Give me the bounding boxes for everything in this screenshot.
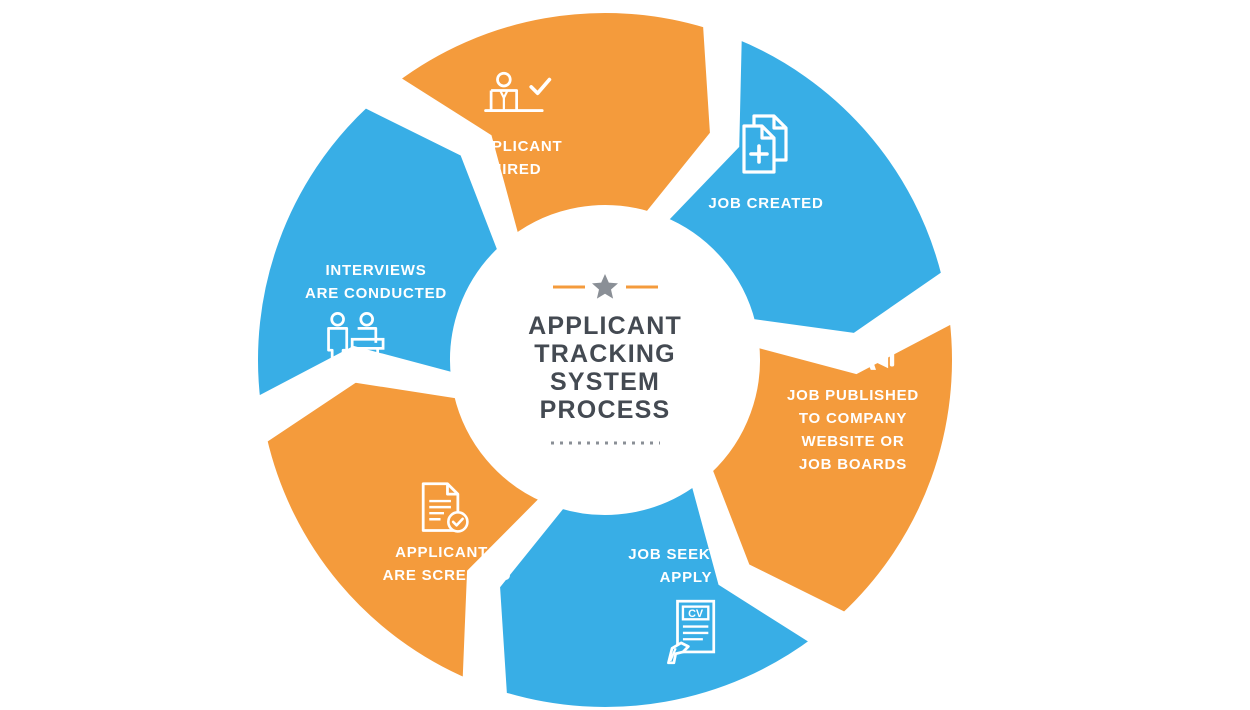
step-label-line: TO COMPANY [799, 410, 907, 427]
step-label-line: APPLICANT [469, 138, 562, 155]
step-label-line: ARE CONDUCTED [305, 285, 447, 302]
star-ornament [553, 274, 658, 299]
step-label-line: APPLY [660, 569, 713, 586]
step-label-line: JOB PUBLISHED [787, 387, 919, 404]
title-line-1: APPLICANT [528, 312, 682, 340]
step-label-line: HIRED [491, 161, 542, 178]
title-line-2: TRACKING [534, 340, 676, 368]
star-icon [592, 274, 618, 299]
step-label-line: APPLICANTS [395, 544, 499, 561]
step-label-line: WEBSITE OR [801, 433, 904, 450]
title-line-4: PROCESS [540, 396, 671, 424]
step-label-line: JOB CREATED [708, 195, 823, 212]
step-label-line: JOB BOARDS [799, 456, 907, 473]
center-circle [455, 210, 755, 510]
step-label-line: ARE SCREENED [383, 567, 512, 584]
step-label-line: INTERVIEWS [325, 262, 426, 279]
title-line-3: SYSTEM [550, 368, 660, 396]
step-label-line: JOB SEEKERS [628, 546, 744, 563]
